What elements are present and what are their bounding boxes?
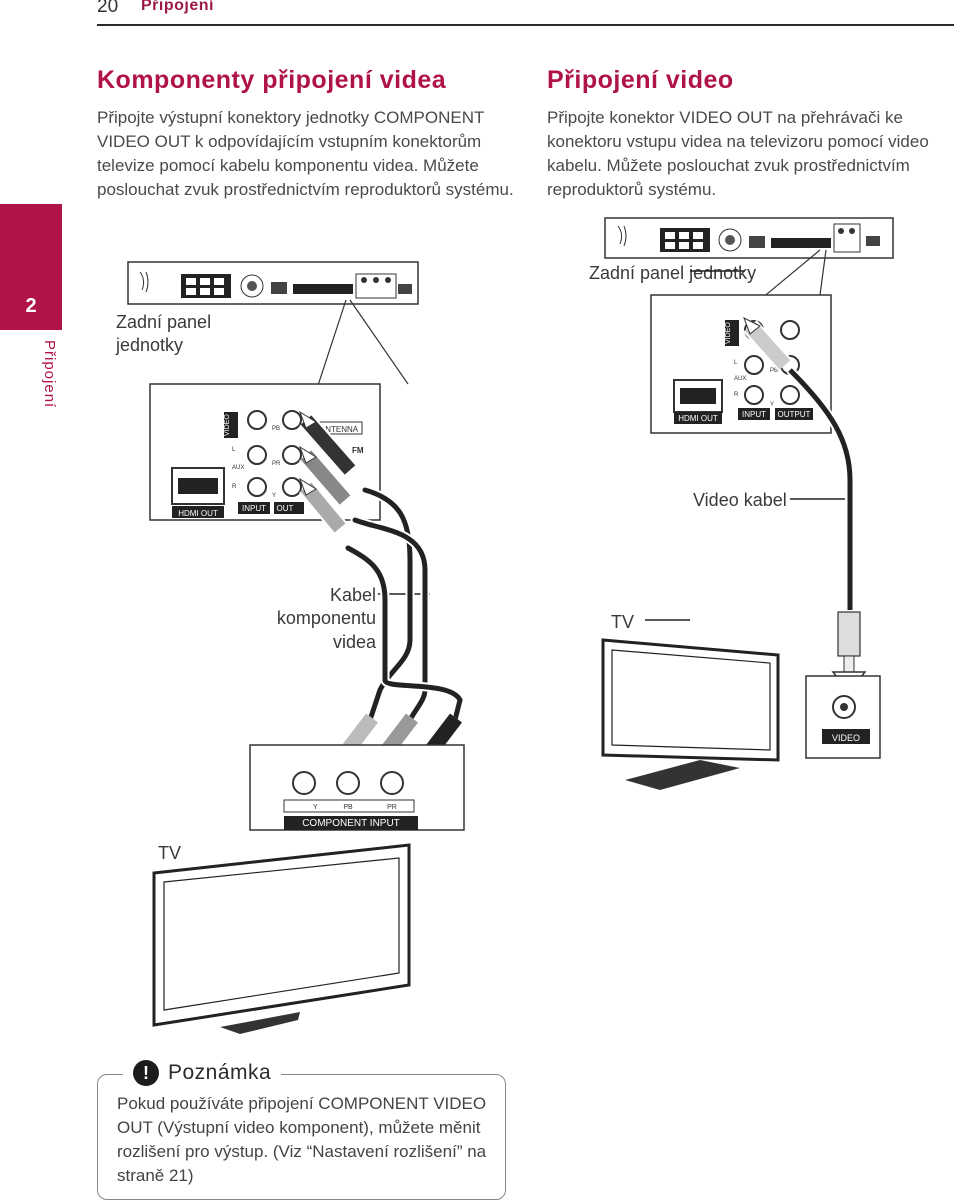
left-video-out-text: VIDEO OUT bbox=[224, 397, 231, 436]
left-r-text: R bbox=[232, 484, 237, 490]
component-cables bbox=[343, 485, 465, 725]
left-tv-icon bbox=[152, 843, 411, 1034]
note-text: Pokud používáte připojení COMPONENT VIDE… bbox=[117, 1094, 487, 1185]
right-y-text: Y bbox=[770, 402, 774, 408]
component-input-text: COMPONENT INPUT bbox=[302, 818, 400, 829]
chapter-label: Připojení bbox=[41, 340, 58, 409]
right-l-text: L bbox=[734, 360, 738, 366]
chapter-tab bbox=[0, 204, 62, 330]
right-input-text: INPUT bbox=[742, 410, 766, 419]
right-unit-panel bbox=[604, 217, 894, 259]
right-heading: Připojení video bbox=[547, 66, 734, 94]
note-title: Poznámka bbox=[168, 1061, 272, 1084]
left-pr-text: PR bbox=[272, 461, 281, 467]
left-unit-label-1: Zadní panel bbox=[116, 312, 212, 332]
note-box bbox=[97, 1074, 506, 1200]
right-connector-closeup bbox=[650, 294, 832, 434]
warning-icon: ! bbox=[133, 1060, 159, 1086]
tv-pb-text: PB bbox=[343, 804, 353, 811]
right-tv-icon bbox=[601, 638, 780, 790]
left-fm-text: FM bbox=[352, 446, 364, 455]
right-tv-label: TV bbox=[611, 612, 635, 632]
right-aux-text: AUX bbox=[734, 376, 746, 382]
right-pb-text: PB bbox=[770, 368, 778, 374]
left-output-text: OUT bbox=[277, 504, 294, 513]
page-number: 20 bbox=[97, 0, 119, 17]
left-input-text: INPUT bbox=[242, 504, 266, 513]
left-heading: Komponenty připojení videa bbox=[97, 66, 447, 94]
left-aux-text: AUX bbox=[232, 465, 244, 471]
left-hdmi-out-text: HDMI OUT bbox=[178, 509, 218, 518]
right-body: Připojte konektor VIDEO OUT na přehrávač… bbox=[547, 108, 929, 199]
note-header: ! Poznámka bbox=[123, 1058, 282, 1088]
left-pb-text: PB bbox=[272, 426, 280, 432]
left-l-text: L bbox=[232, 447, 236, 453]
component-plugs-top bbox=[299, 410, 357, 534]
video-input-closeup bbox=[805, 675, 881, 759]
left-unit-label-2: jednotky bbox=[116, 335, 184, 355]
left-tv-label: TV bbox=[158, 843, 182, 863]
right-output-text: OUTPUT bbox=[778, 410, 811, 419]
left-antenna-text: ANTENNA bbox=[320, 425, 359, 434]
section-title: Připojení bbox=[141, 0, 214, 14]
video-cable bbox=[743, 316, 867, 694]
component-input-closeup bbox=[249, 744, 465, 831]
component-cable-label-3: videa bbox=[332, 632, 376, 652]
component-cable-label-1: Kabel bbox=[329, 585, 376, 605]
left-body: Připojte výstupní konektory jednotky COM… bbox=[97, 108, 514, 199]
chapter-number: 2 bbox=[25, 295, 37, 317]
tv-pr-text: PR bbox=[387, 804, 397, 811]
header-rule bbox=[97, 24, 954, 26]
right-hdmi-out-text: HDMI OUT bbox=[678, 414, 718, 423]
tv-y-text: Y bbox=[313, 804, 318, 811]
video-input-text: VIDEO bbox=[832, 733, 860, 743]
right-video-out-text: VIDEO OUT bbox=[725, 305, 732, 344]
component-cable-label-2: komponentu bbox=[276, 608, 376, 628]
right-r-text: R bbox=[734, 392, 739, 398]
right-unit-label: Zadní panel jednotky bbox=[589, 263, 757, 283]
left-unit-panel bbox=[127, 261, 419, 305]
video-cable-label: Video kabel bbox=[693, 490, 787, 510]
left-y-text: Y bbox=[272, 493, 276, 499]
